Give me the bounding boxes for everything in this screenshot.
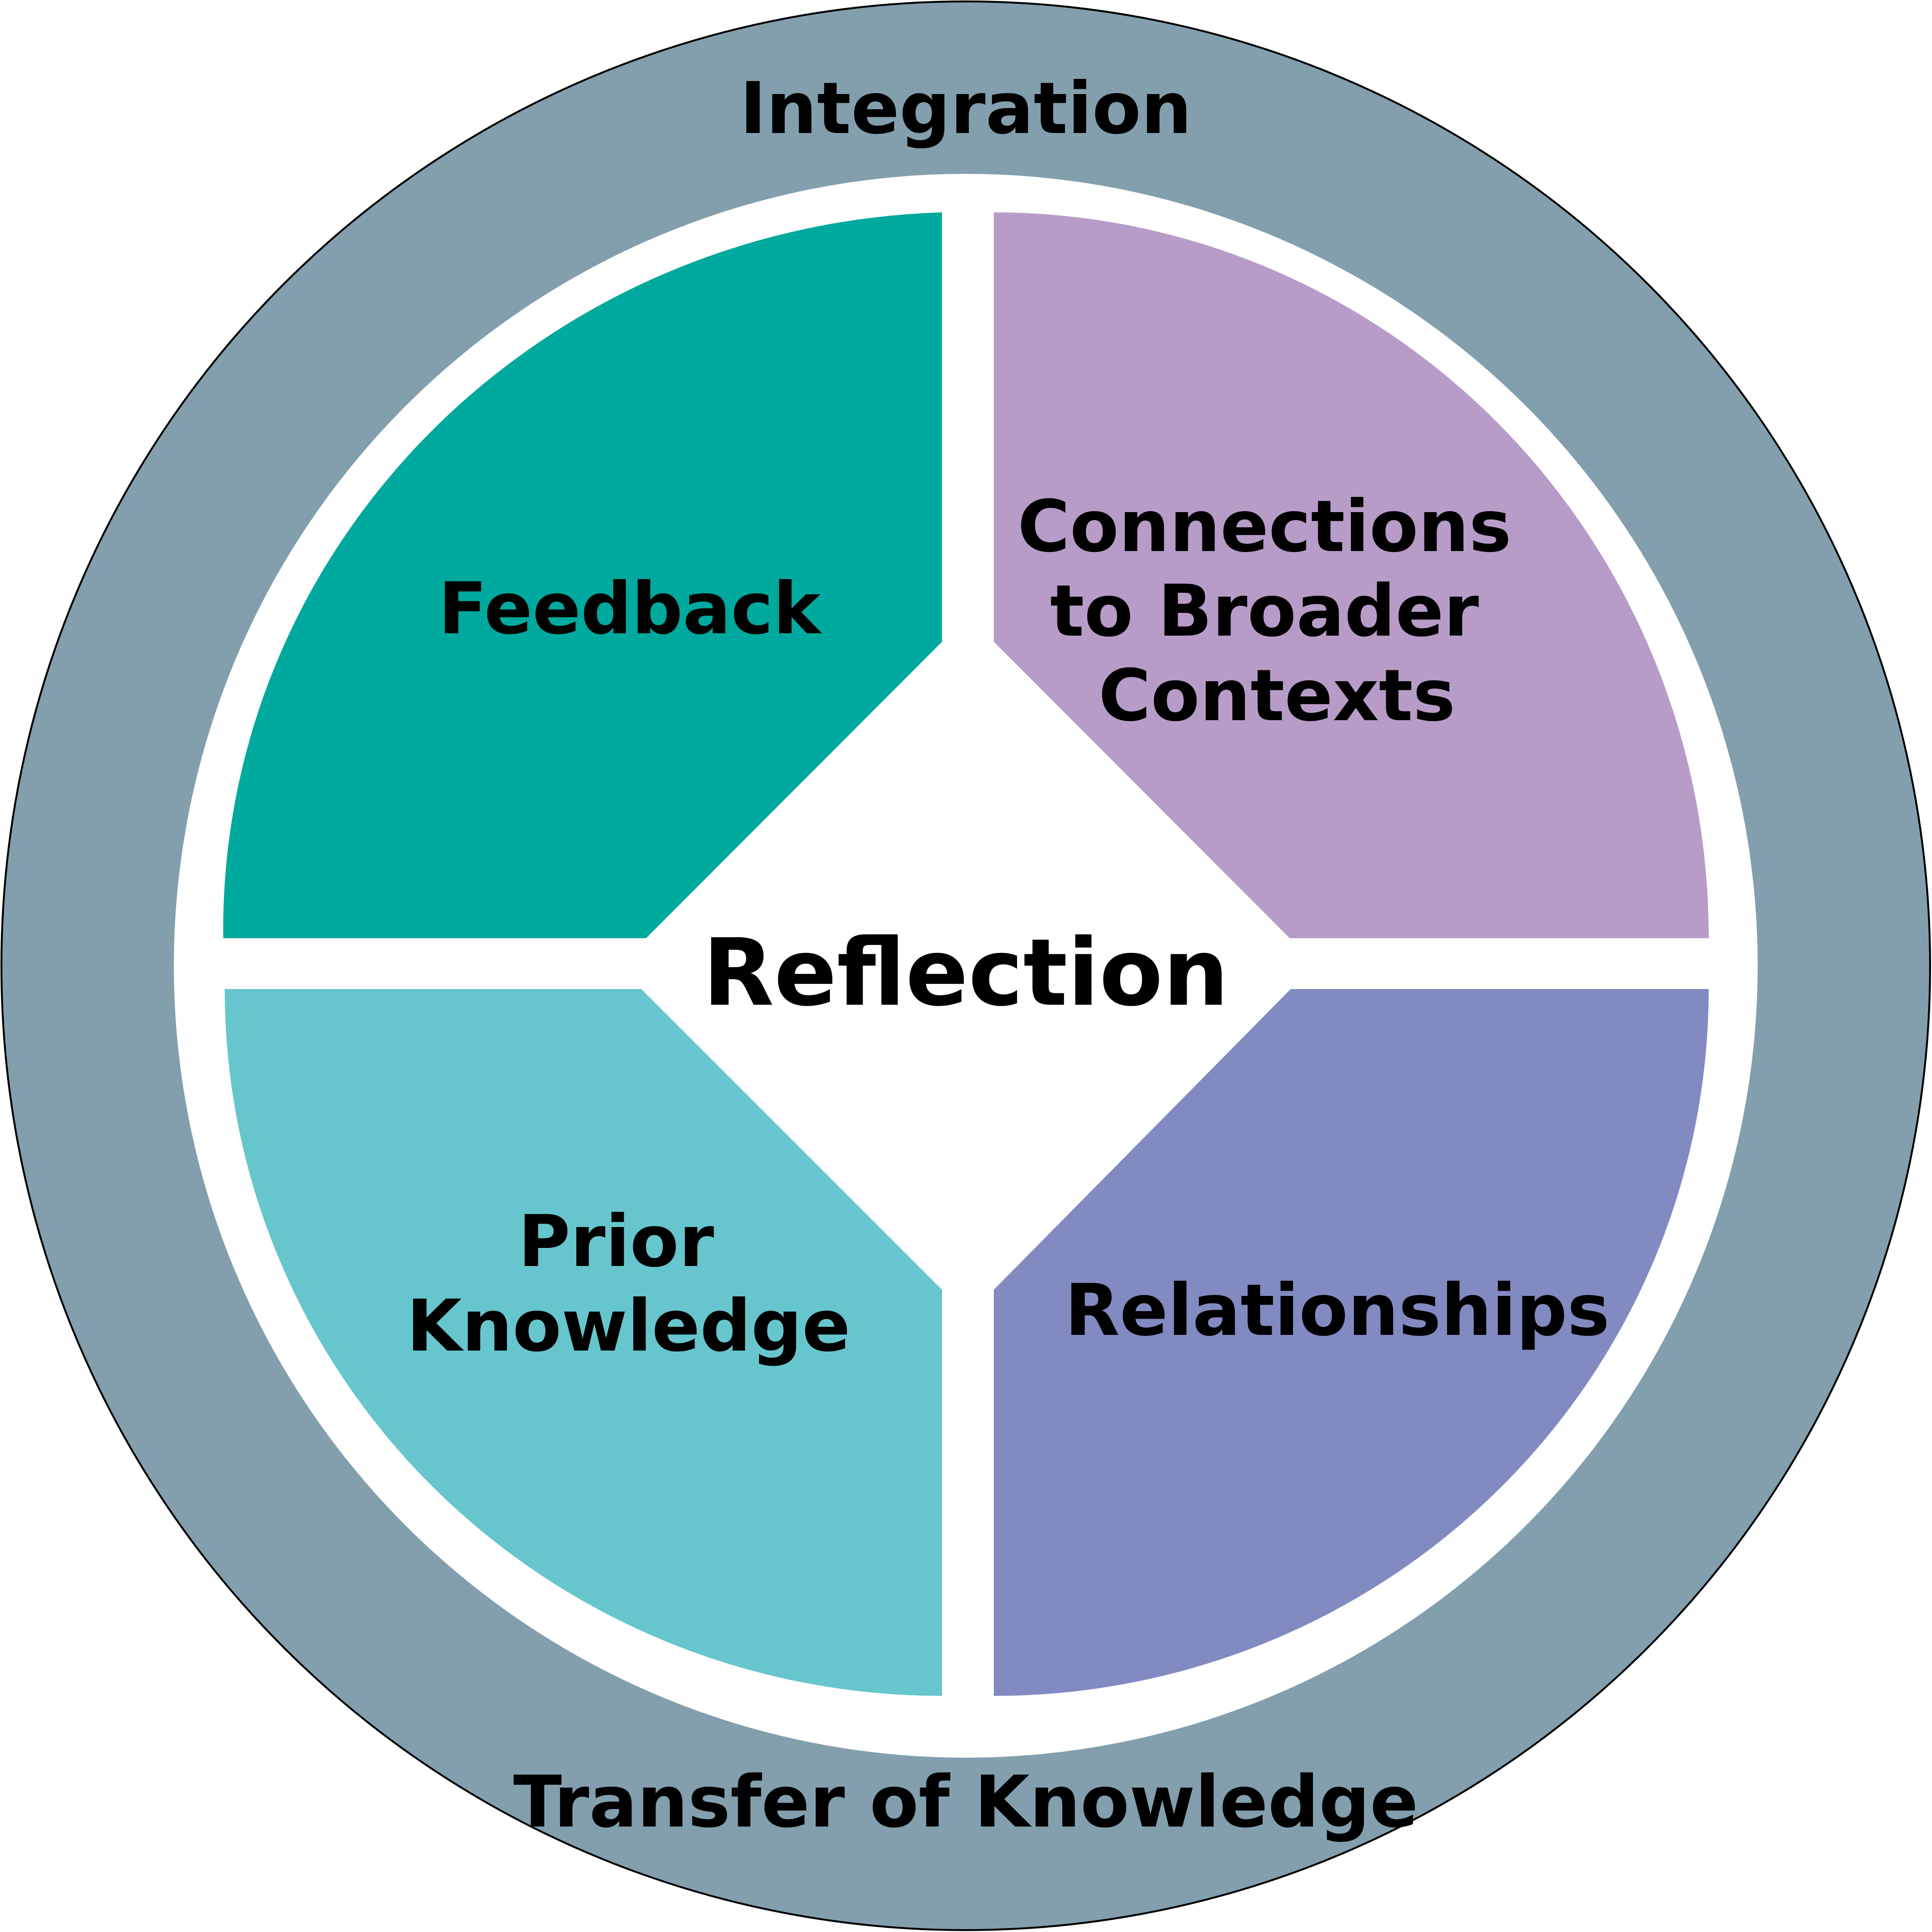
- quadrant-relationships: [994, 989, 1709, 1696]
- quadrant-prior-knowledge: [225, 989, 942, 1696]
- quadrant-connections: [994, 212, 1709, 938]
- relationships-label: Relationships: [1065, 1269, 1610, 1352]
- quadrant-feedback: [223, 212, 942, 938]
- connections-label: Connections to Broader Contexts: [1018, 485, 1536, 737]
- transfer-of-knowledge-label: Transfer of Knowledge: [513, 1761, 1418, 1844]
- integration-label: Integration: [740, 67, 1192, 150]
- reflection-label: Reflection: [703, 919, 1229, 1027]
- prior-knowledge-label: Prior Knowledge: [407, 1200, 850, 1368]
- feedback-label: Feedback: [438, 568, 822, 650]
